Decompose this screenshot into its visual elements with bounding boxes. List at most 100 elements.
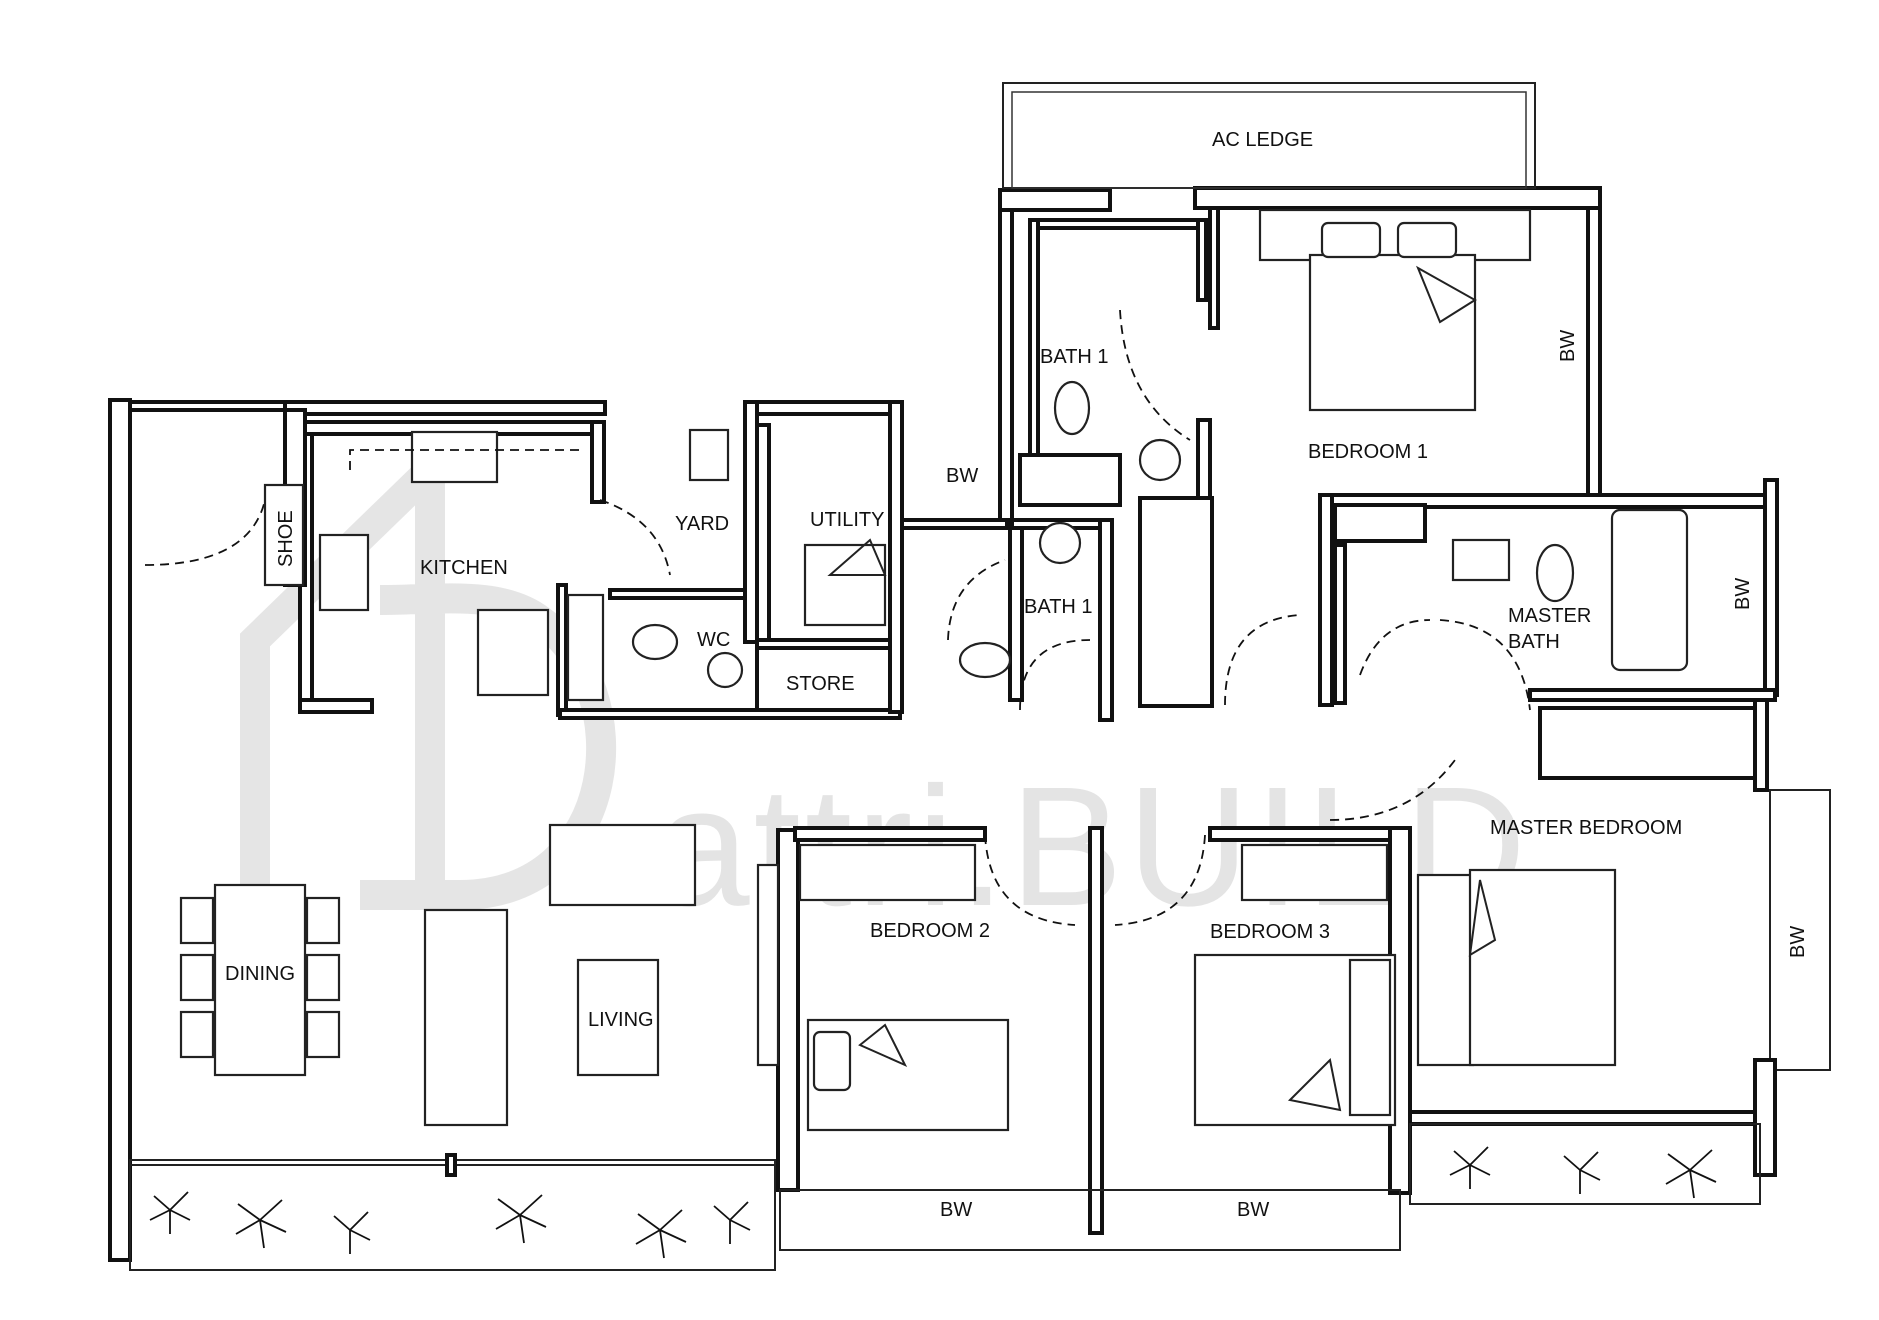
shoe-cabinet: [263, 483, 305, 587]
wall-masterbath-bottom: [1528, 688, 1777, 702]
plant-7: [1449, 1146, 1491, 1189]
planter-master: [1409, 1123, 1761, 1205]
wall-top-living: [128, 400, 287, 412]
wall-bath1-top: [998, 188, 1112, 212]
ac-ledge-inner: [1011, 91, 1527, 189]
door-bedroom3: [1114, 834, 1206, 926]
master-blanket-fold: [1468, 879, 1497, 957]
living-coffee-table: [576, 958, 660, 1077]
bedroom2-tv-console: [756, 863, 780, 1067]
bedroom3-blanket-fold: [1287, 1057, 1342, 1112]
wardrobe-master: [1538, 706, 1757, 780]
plant-9: [1665, 1149, 1717, 1199]
wall-kitchen-right: [590, 420, 606, 504]
shower-wc: [566, 593, 605, 702]
furniture: [179, 208, 1689, 1132]
basin-bath1-lower: [1038, 521, 1082, 565]
door-bedroom1: [1224, 614, 1301, 706]
plant-8: [1563, 1151, 1601, 1194]
wall-masterbath-shower: [1333, 543, 1347, 705]
label-master-bath-2: BATH: [1508, 631, 1560, 653]
wall-wc-top: [608, 588, 752, 600]
kitchen-hob: [410, 430, 499, 484]
wall-bedroom1-left: [1208, 206, 1220, 330]
dining-chair-l3: [179, 1010, 215, 1059]
door-bedroom2: [984, 834, 1076, 926]
room-labels: AC LEDGE BEDROOM 1 BATH 1 BATH 1 BW BW U…: [225, 129, 1809, 1221]
label-bedroom-3: BEDROOM 3: [1210, 921, 1330, 943]
wardrobe-bedroom1: [1138, 496, 1214, 708]
label-bw-top: BW: [946, 465, 978, 487]
bedroom2-blanket-fold: [858, 1023, 908, 1068]
label-bw-master-bedroom: BW: [1787, 926, 1809, 958]
label-yard: YARD: [675, 513, 729, 535]
wall-utility-left: [755, 423, 771, 649]
yard-washer: [688, 428, 730, 482]
living-armchair: [548, 823, 697, 907]
bedroom1-blanket-fold: [1415, 265, 1477, 324]
wall-top-utility: [743, 400, 897, 416]
dining-chair-l1: [179, 896, 215, 945]
door-main: [144, 499, 266, 566]
wall-bedroom2-left: [776, 828, 800, 1192]
label-bath-1-lower: BATH 1: [1024, 596, 1093, 618]
label-bedroom-1: BEDROOM 1: [1308, 441, 1428, 463]
dining-chair-r2: [305, 953, 341, 1002]
wall-bath1-inner-left: [1028, 218, 1040, 472]
wall-bedroom2-top: [793, 826, 987, 842]
bedroom1-pillow-2: [1396, 221, 1458, 259]
label-bw-bedroom2: BW: [940, 1199, 972, 1221]
wall-bath1b-right: [1098, 518, 1114, 722]
toilet-bath1-lower: [958, 641, 1012, 679]
shower-tray-master: [1333, 503, 1427, 543]
plant-2: [235, 1199, 287, 1249]
bedroom1-headboard: [1258, 208, 1532, 262]
wardrobe-bedroom2: [798, 843, 977, 902]
wall-bedroom1-right: [1586, 206, 1602, 500]
wall-bath1b-left: [1008, 518, 1024, 702]
dining-table: [213, 883, 307, 1077]
wall-master-bottom: [1408, 1110, 1757, 1126]
wall-bath1-inner-top: [1028, 218, 1202, 230]
wall-bedroom1-top: [1193, 186, 1602, 210]
basin-wc: [706, 651, 744, 689]
plant-3: [333, 1211, 371, 1254]
toilet-master: [1535, 543, 1575, 603]
label-master-bath-1: MASTER: [1508, 605, 1591, 627]
wall-top-kitchen: [283, 400, 607, 416]
door-master-bedroom: [1329, 759, 1456, 821]
plant-4: [495, 1194, 547, 1244]
wall-bedroom2-3-divider: [1088, 826, 1104, 1235]
bay-window-bedroom2-3: [779, 1189, 1401, 1251]
kitchen-sink: [318, 533, 370, 612]
toilet-bath1-upper: [1053, 380, 1091, 436]
plant-1: [149, 1191, 191, 1234]
wall-bath1-right-a: [1196, 218, 1208, 302]
bedroom1-pillow-1: [1320, 221, 1382, 259]
label-master-bedroom: MASTER BEDROOM: [1490, 817, 1682, 839]
door-bath1-lower-b: [1019, 639, 1091, 711]
bedroom3-headboard: [1348, 958, 1392, 1117]
label-bw-bedroom3: BW: [1237, 1199, 1269, 1221]
living-sofa: [423, 908, 509, 1127]
dining-chair-r3: [305, 1010, 341, 1059]
shower-tray-upper: [1018, 453, 1122, 507]
door-yard: [599, 499, 671, 576]
wall-utility-right: [888, 400, 904, 714]
store-box: [755, 646, 892, 712]
door-bath1-upper: [1119, 309, 1191, 441]
plant-5: [635, 1209, 687, 1259]
wardrobe-bedroom3: [1240, 843, 1389, 902]
bedroom1-bed: [1308, 253, 1477, 412]
kitchen-counter-outline: [349, 449, 585, 470]
door-bath1-lower: [947, 559, 1006, 641]
basin-master: [1451, 538, 1511, 582]
bedroom2-pillow: [812, 1030, 852, 1092]
label-kitchen: KITCHEN: [420, 557, 508, 579]
basin-bath1-upper: [1138, 438, 1182, 482]
bathtub-master: [1610, 508, 1689, 672]
plants: [149, 1146, 1717, 1259]
label-bath-1-upper: BATH 1: [1040, 346, 1109, 368]
wall-kitchen-bottom: [298, 698, 374, 714]
